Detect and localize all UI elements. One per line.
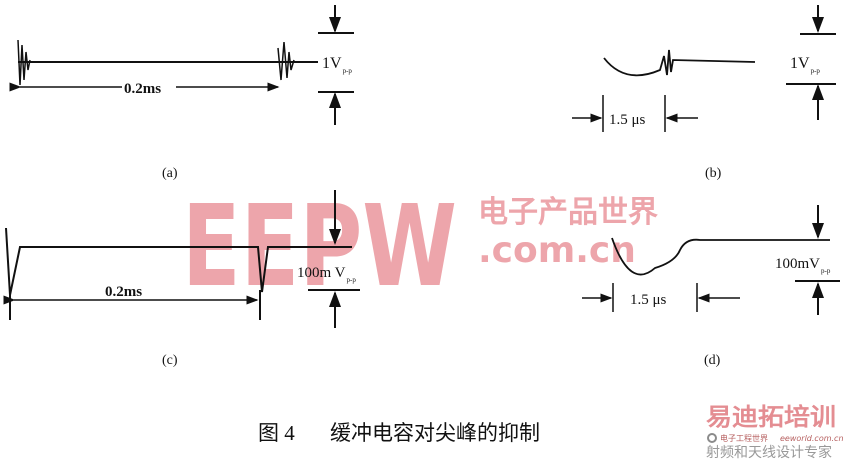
panel-c-period: 0.2ms xyxy=(105,284,142,300)
panel-a-waveform xyxy=(9,5,354,125)
panel-b-amplitude: 1V xyxy=(790,55,810,72)
panel-a-amplitude-group: 1Vp-p xyxy=(322,55,352,75)
panel-a-amplitude-sub: p-p xyxy=(343,67,353,75)
edatop-logo: 易迪拓培训 电子工程世界 eeworld.com.cn 射频和天线设计专家 xyxy=(706,403,844,461)
panel-b-amplitude-group: 1Vp-p xyxy=(790,55,820,75)
panel-d-amplitude-sub: p-p xyxy=(821,267,831,275)
panel-c-amplitude-sub: p-p xyxy=(346,276,356,284)
panel-d-waveform xyxy=(582,205,840,315)
watermark-cn: 电子产品世界 xyxy=(478,195,658,230)
panel-c-amplitude-group: 100m Vp-p xyxy=(297,265,356,284)
panel-c-label: (c) xyxy=(162,353,178,368)
panel-b-amplitude-sub: p-p xyxy=(811,67,821,75)
logo-small: 电子工程世界 xyxy=(720,433,768,443)
panel-b-duration: 1.5 μs xyxy=(609,112,646,128)
panel-c-amplitude: 100m V xyxy=(297,265,346,281)
panel-b-waveform xyxy=(572,5,836,132)
panel-a-period: 0.2ms xyxy=(124,81,161,97)
logo-url: eeworld.com.cn xyxy=(780,434,844,443)
caption-text: 缓冲电容对尖峰的抑制 xyxy=(330,421,540,445)
eeworld-icon xyxy=(707,433,717,443)
panel-a-amplitude: 1V xyxy=(322,55,342,72)
logo-sub: 射频和天线设计专家 xyxy=(706,444,832,461)
panel-c-waveform xyxy=(3,190,360,328)
watermark-domain: .com.cn xyxy=(478,230,636,271)
caption-figure-number: 图 4 xyxy=(258,421,295,445)
panel-d-amplitude: 100mV xyxy=(775,256,820,272)
panel-d-amplitude-group: 100mVp-p xyxy=(775,256,831,275)
panel-d-duration: 1.5 μs xyxy=(630,292,667,308)
panel-a-label: (a) xyxy=(162,166,178,181)
logo-title: 易迪拓培训 xyxy=(706,403,836,431)
panel-b-label: (b) xyxy=(705,166,722,181)
panel-d-label: (d) xyxy=(704,353,721,368)
